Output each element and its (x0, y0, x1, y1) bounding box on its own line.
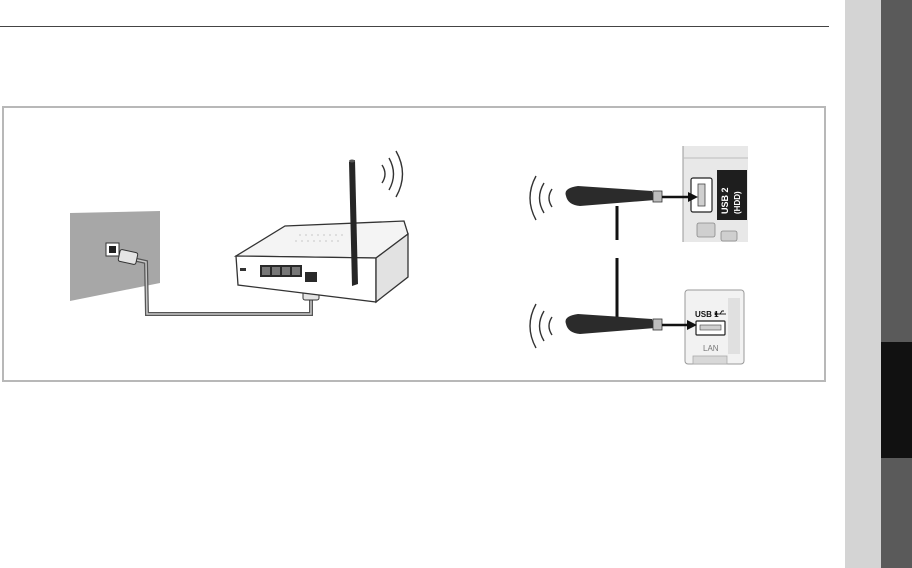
tv-panel-usb1: USB 1 LAN (685, 290, 744, 364)
lan-port-label: LAN (703, 344, 719, 353)
section-tab-3 (881, 458, 912, 568)
wireless-adapter-icon (566, 314, 698, 334)
wifi-waves-icon (530, 176, 552, 348)
wireless-adapter-icon (566, 186, 699, 206)
tv-panel-usb2: USB 2 (HDD) (683, 146, 748, 242)
network-connection-diagram: USB 2 (HDD) USB 1 LAN (0, 0, 845, 568)
section-tab-active (881, 342, 912, 458)
usb2-port-label: USB 2 (720, 187, 730, 214)
section-tab-1 (881, 0, 912, 342)
section-tab-strip (845, 0, 881, 568)
wifi-waves-icon (382, 151, 403, 197)
usb2-port-sublabel: (HDD) (733, 191, 742, 214)
router-icon (236, 160, 408, 303)
